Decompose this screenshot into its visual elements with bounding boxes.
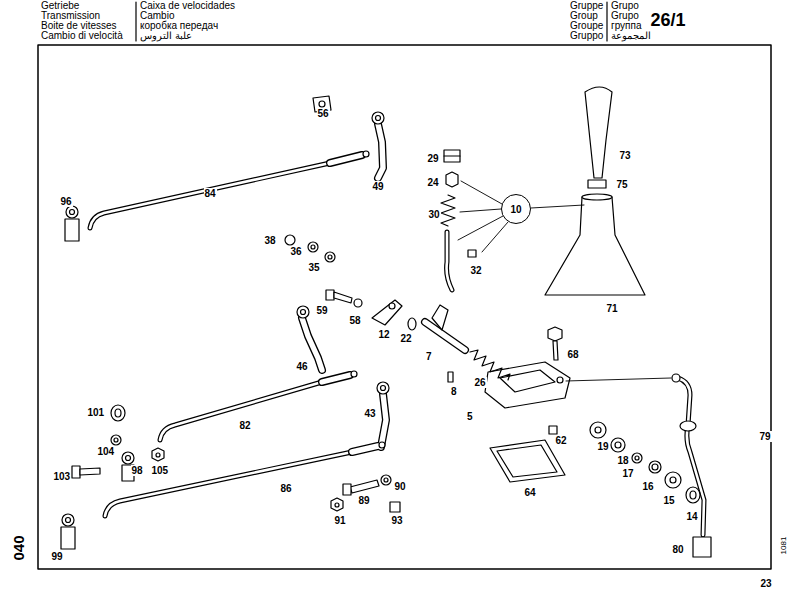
separator [606, 2, 607, 41]
header-text: Cambio [140, 11, 174, 21]
callout-number: 43 [364, 408, 377, 419]
spring [441, 195, 455, 226]
callout-number: 58 [349, 315, 362, 326]
callout-number: 96 [60, 196, 73, 207]
callout-number: 91 [334, 515, 347, 526]
rod-end [302, 124, 465, 452]
callout-number: 59 [316, 305, 329, 316]
header-text: Transmission [41, 11, 100, 21]
callout-number: 26 [474, 377, 487, 388]
header-text: Grupo [611, 1, 639, 11]
callout-number: 103 [53, 471, 72, 482]
header-text: группа [611, 21, 642, 31]
callout-number: 5 [466, 411, 474, 422]
drawing-number: 1081 [779, 536, 788, 554]
callout-number: 64 [524, 487, 537, 498]
callout-number: 80 [672, 544, 685, 555]
callout-number: 101 [87, 407, 106, 418]
separator [135, 2, 136, 41]
header-text: Boite de vitesses [41, 21, 117, 31]
header-text: коробка передач [140, 21, 218, 31]
callout-number: 56 [317, 108, 330, 119]
page-number: 23 [760, 578, 773, 589]
callout-number: 14 [686, 511, 699, 522]
header-text: Getriebe [41, 1, 79, 11]
callout-number: 49 [372, 181, 385, 192]
callout-number: 104 [97, 446, 116, 457]
callout-number: 22 [400, 333, 413, 344]
header-text: Groupe [570, 21, 603, 31]
header-text: Caixa de velocidades [140, 1, 235, 11]
callout-number: 93 [391, 515, 404, 526]
header-text: Cambio di velocità [41, 31, 123, 41]
callout-number: 46 [296, 361, 309, 372]
header-text: Grupo [611, 11, 639, 21]
callout-number: 32 [470, 265, 483, 276]
callout-number: 19 [597, 441, 610, 452]
header-text: المجموعة [611, 31, 651, 41]
callout-number: 82 [239, 420, 252, 431]
callout-number: 35 [308, 262, 321, 273]
callout-number: 16 [642, 481, 655, 492]
callout-number: 98 [131, 465, 144, 476]
callout-number: 105 [151, 465, 170, 476]
callout-number: 30 [428, 209, 441, 220]
header-text: Group [570, 11, 598, 21]
shift-rod [90, 163, 704, 535]
header-text: Gruppe [570, 1, 603, 11]
header-text: Gruppo [570, 31, 603, 41]
callout-number: 8 [450, 386, 458, 397]
callout-number: 29 [427, 153, 440, 164]
callout-number: 15 [663, 495, 676, 506]
callout-number: 62 [555, 435, 568, 446]
callout-number: 7 [425, 351, 433, 362]
callout-number: 17 [622, 468, 635, 479]
callout-number: 38 [264, 235, 277, 246]
callout-number: 84 [204, 188, 217, 199]
callout-number: 24 [427, 177, 440, 188]
callout-number: 86 [280, 483, 293, 494]
callout-number: 68 [567, 349, 580, 360]
callout-number: 12 [378, 329, 391, 340]
callout-number: 10 [510, 204, 521, 215]
callout-number: 75 [616, 179, 629, 190]
callout-number: 36 [290, 246, 303, 257]
spring [470, 350, 510, 380]
callout-number: 18 [617, 455, 630, 466]
callout-number: 71 [606, 303, 619, 314]
callout-number: 99 [51, 551, 64, 562]
callout-number: 73 [619, 150, 632, 161]
small-parts [61, 87, 711, 557]
header-text: علبة التروس [140, 31, 192, 41]
callout-number: 89 [358, 495, 371, 506]
frame [38, 45, 771, 569]
page-code: 040 [10, 535, 26, 560]
callout-circle: 10 [501, 194, 531, 224]
leader-line [458, 181, 671, 381]
callout-number: 90 [394, 481, 407, 492]
group-number: 26/1 [651, 10, 686, 30]
callout-number: 79 [759, 431, 772, 442]
